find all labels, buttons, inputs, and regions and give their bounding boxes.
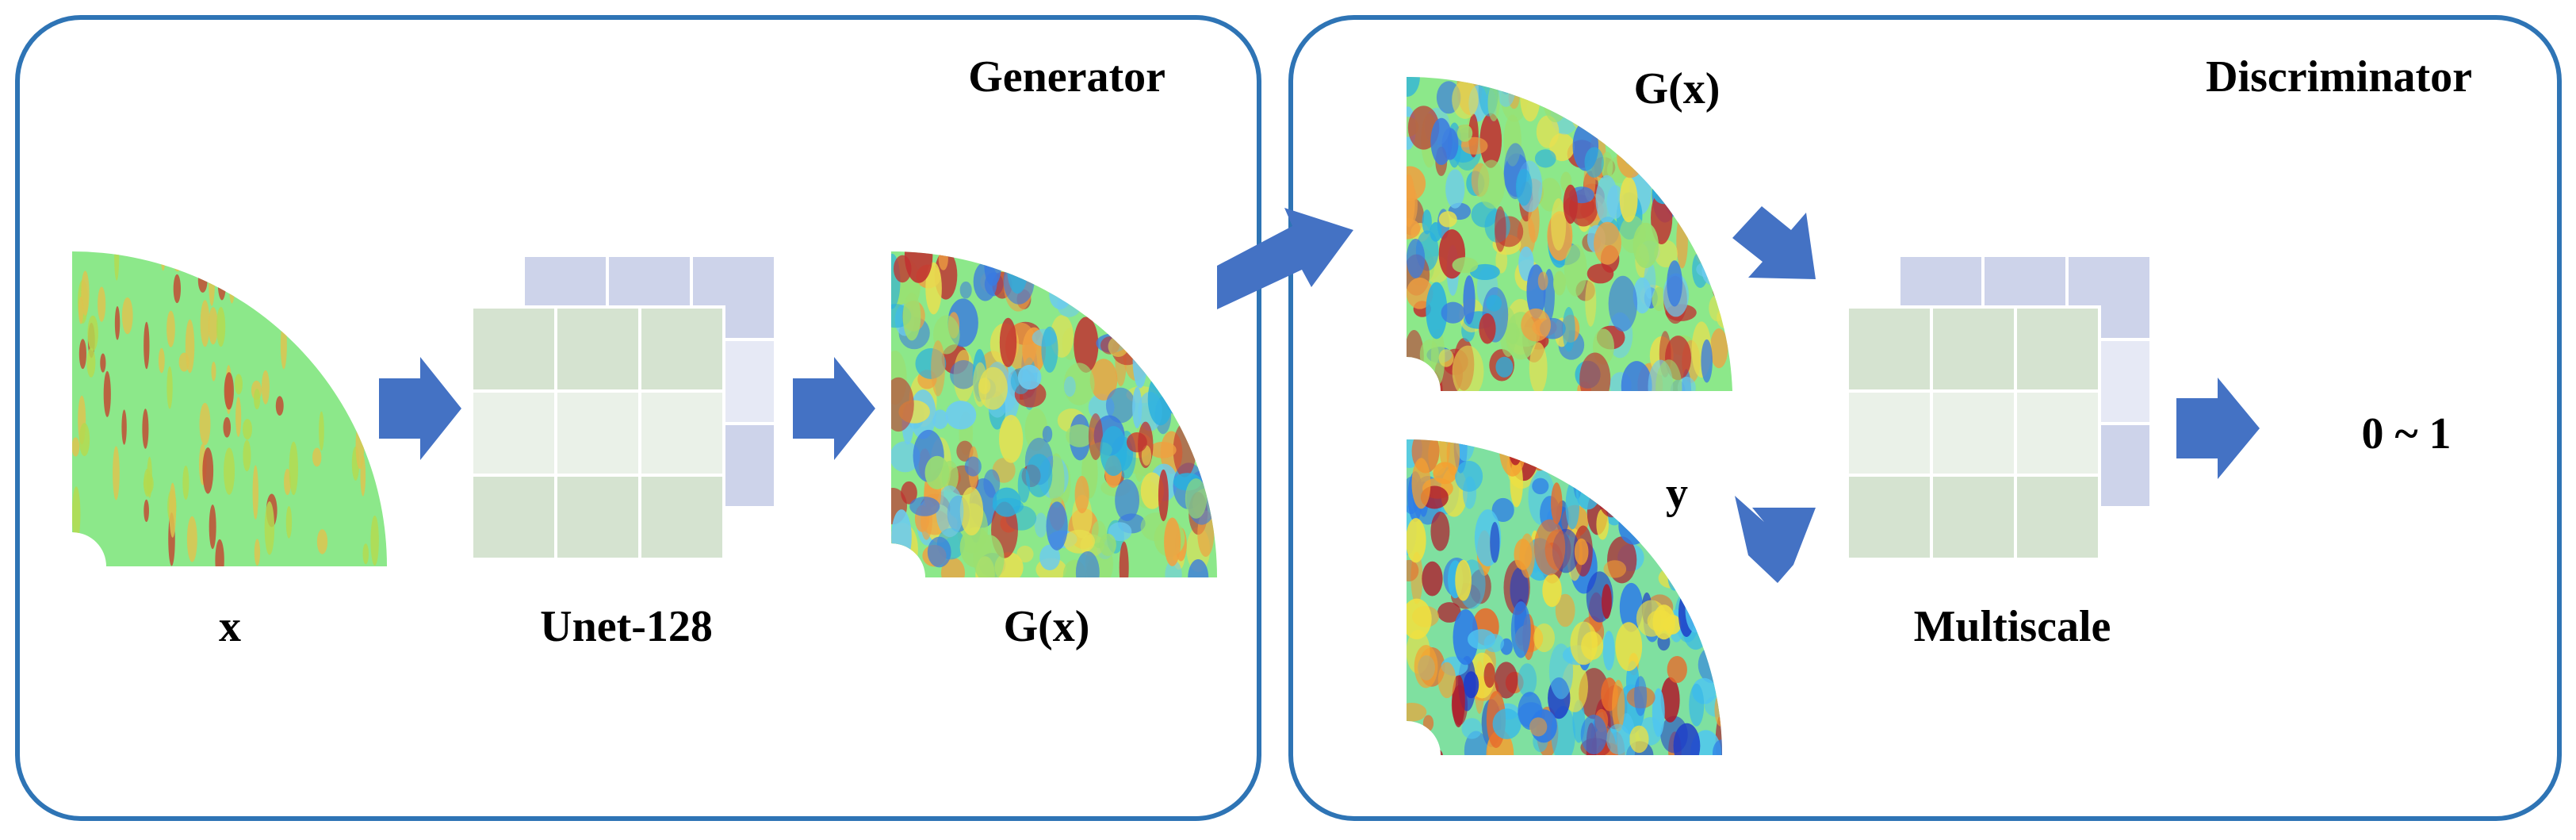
generated-field-image <box>891 251 1217 577</box>
discriminator-title: Discriminator <box>2206 52 2472 102</box>
multiscale-label: Multiscale <box>1914 602 2111 651</box>
arrow-generator-to-discriminator <box>1217 208 1353 309</box>
arrow-real-to-multiscale <box>1735 496 1816 583</box>
generator-title: Generator <box>968 52 1166 102</box>
real-label: y <box>1666 469 1688 518</box>
arrow-unet-to-gx <box>793 357 875 460</box>
unet-label: Unet-128 <box>540 602 713 651</box>
generated-output-label: G(x) <box>1004 602 1090 651</box>
generator-panel <box>15 15 1261 821</box>
arrow-x-to-unet <box>379 357 461 460</box>
input-field-image <box>72 251 387 566</box>
multiscale-network-icon <box>1846 254 2153 561</box>
discriminator-panel <box>1288 15 2562 821</box>
input-label: x <box>219 602 241 651</box>
discriminator-output-label: 0 ~ 1 <box>2361 409 2451 458</box>
unet-network-icon <box>470 254 777 561</box>
arrow-fake-to-multiscale <box>1732 206 1816 279</box>
fake-label: G(x) <box>1634 64 1721 113</box>
arrow-multiscale-to-output <box>2176 378 2260 479</box>
